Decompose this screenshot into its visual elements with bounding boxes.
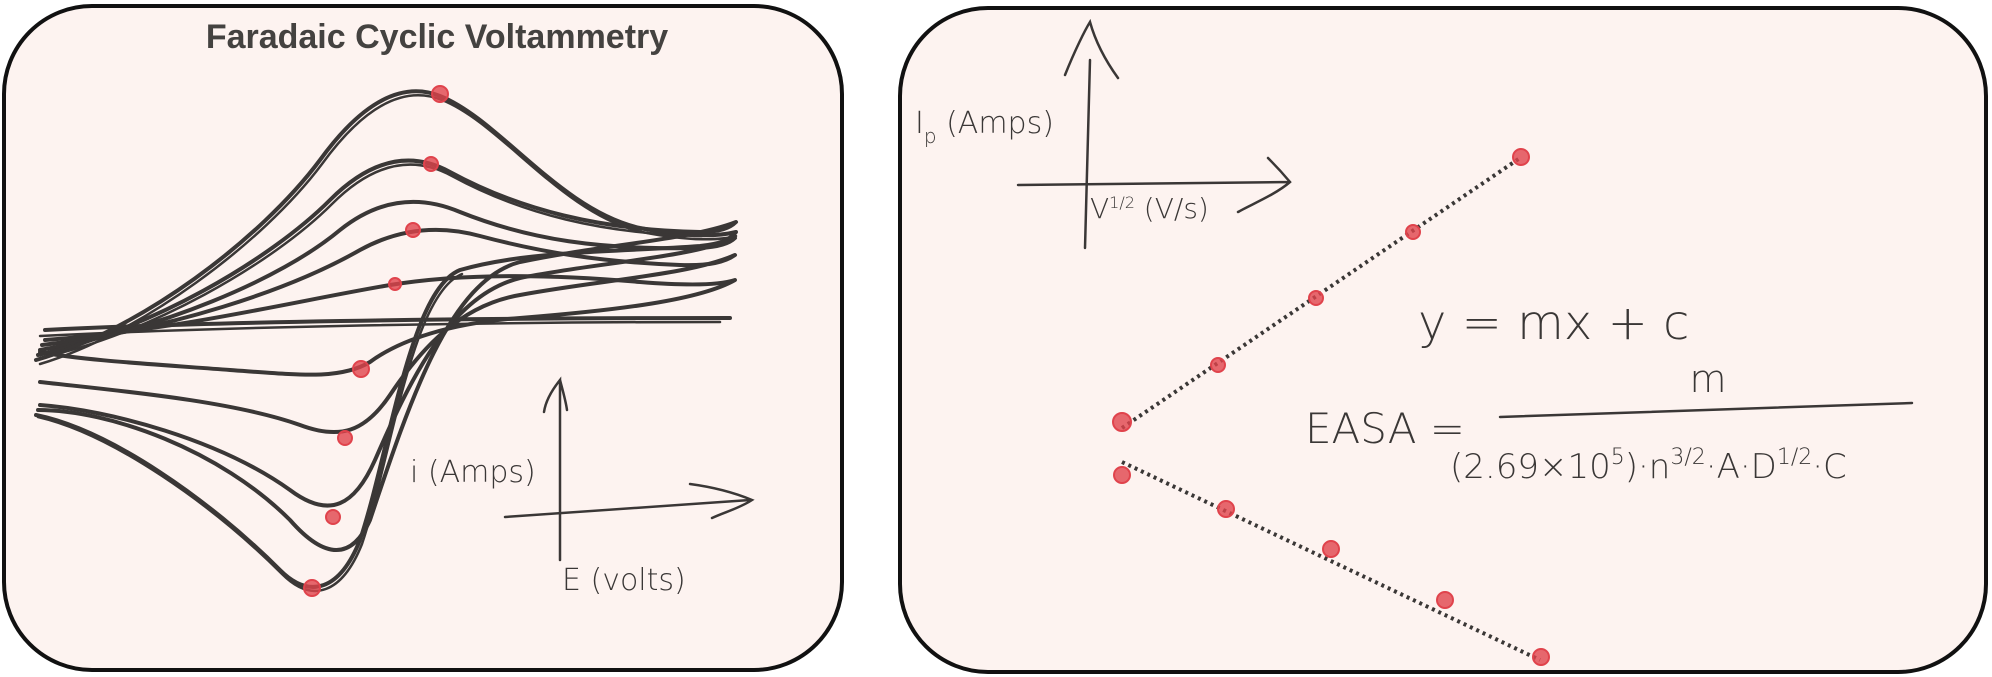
- voltammogram-curves: [34, 89, 738, 592]
- cathodic-data-point: [1532, 648, 1550, 666]
- reduction-peak-marker: [303, 579, 321, 597]
- reduction-peak-marker: [337, 430, 353, 446]
- line-equation: y = mx + c: [1418, 295, 1689, 351]
- cathodic-data-point: [1436, 591, 1454, 609]
- cv-y-axis: [542, 376, 569, 562]
- oxidation-peak-marker: [405, 222, 421, 238]
- scan-rate-axis-label: V1/2 (V/s): [1090, 192, 1209, 225]
- reduction-peak-marker: [325, 509, 341, 525]
- anodic-data-point: [1405, 224, 1421, 240]
- cv-title: Faradaic Cyclic Voltammetry: [206, 18, 668, 56]
- regression-markers: [1112, 148, 1550, 666]
- cv-scan-4: [36, 158, 738, 552]
- cathodic-fit-line: [1121, 460, 1541, 662]
- oxidation-peak-marker: [423, 156, 439, 172]
- cv-peak-markers: [303, 85, 449, 597]
- cv-x-axis: [503, 482, 755, 520]
- oxidation-peak-marker: [431, 85, 449, 103]
- cv-y-axis-label: i (Amps): [410, 455, 536, 490]
- cv-scan-1: [38, 274, 737, 377]
- ip-x-axis: [1016, 156, 1292, 214]
- anodic-data-point: [1112, 412, 1132, 432]
- anodic-data-point: [1210, 357, 1226, 373]
- easa-panel: [898, 6, 1988, 674]
- ip-y-axis: [1063, 18, 1120, 250]
- cv-panel: [2, 4, 844, 672]
- cv-axes: [503, 376, 755, 562]
- cathodic-data-point: [1322, 540, 1340, 558]
- oxidation-peak-marker: [388, 277, 402, 291]
- ip-y-axis-label: Ip (Amps): [915, 106, 1054, 148]
- reduction-peak-marker: [352, 360, 370, 378]
- fraction-bar: [1498, 401, 1914, 419]
- anodic-data-point: [1308, 290, 1324, 306]
- anodic-data-point: [1512, 148, 1530, 166]
- easa-numerator: m: [1689, 357, 1726, 401]
- cv-x-axis-label: E (volts): [562, 563, 686, 598]
- cv-scan-2: [38, 227, 737, 435]
- cathodic-data-point: [1113, 466, 1131, 484]
- cathodic-data-point: [1217, 500, 1235, 518]
- easa-lhs: EASA =: [1305, 404, 1465, 453]
- plot-axes: [1016, 18, 1292, 250]
- easa-denominator: (2.69×105)·n3/2·A·D1/2·C: [1450, 445, 1847, 487]
